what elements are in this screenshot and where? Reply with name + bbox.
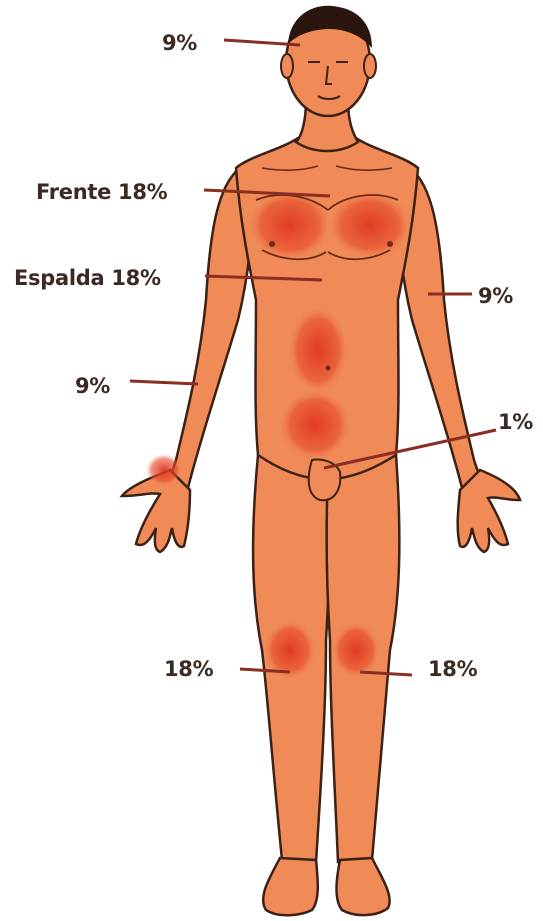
head-percent-label: 9% <box>162 31 197 55</box>
left-nipple <box>269 241 275 247</box>
left-foot <box>263 858 318 915</box>
chest-burn-left <box>248 189 332 261</box>
right-hand <box>458 470 520 552</box>
right-arm-label: 9% <box>478 284 513 308</box>
groin-burn <box>279 389 351 461</box>
right-ear <box>364 54 376 78</box>
left-leg-label: 18% <box>164 657 213 681</box>
wrist-burn <box>146 454 182 486</box>
left-ear <box>281 54 293 78</box>
left-arm-label: 9% <box>75 374 110 398</box>
abdomen-burn <box>288 306 348 394</box>
right-knee-burn <box>332 622 380 678</box>
leader-left-arm <box>130 381 198 384</box>
trunk-front-label: Frente 18% <box>36 180 167 204</box>
navel <box>326 366 331 371</box>
trunk-back-label: Espalda 18% <box>14 266 161 290</box>
right-leg-label: 18% <box>428 657 477 681</box>
right-foot <box>337 858 390 915</box>
genitals-label: 1% <box>498 410 533 434</box>
right-nipple <box>387 241 393 247</box>
